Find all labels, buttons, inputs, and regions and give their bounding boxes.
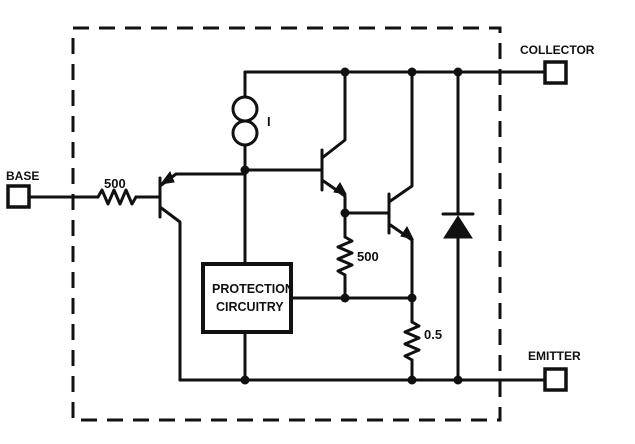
driver-transistor-icon xyxy=(320,70,347,215)
protection-circuitry-block[interactable]: PROTECTION CIRCUITRY xyxy=(201,262,294,334)
junction-dot xyxy=(407,67,417,77)
input-transistor-icon xyxy=(158,170,247,382)
collector-label: COLLECTOR xyxy=(520,43,595,57)
emitter-pin-icon xyxy=(543,367,568,392)
protection-line1: PROTECTION xyxy=(212,282,294,296)
protection-box xyxy=(201,262,293,334)
base-pin-icon xyxy=(6,184,31,209)
sense-resistor-value: 0.5 xyxy=(424,327,442,342)
output-transistor-icon xyxy=(387,70,414,300)
junction-dot xyxy=(453,67,463,77)
junction-dot xyxy=(340,67,350,77)
collector-terminal[interactable]: COLLECTOR xyxy=(520,43,595,85)
base-label: BASE xyxy=(6,169,39,183)
junction-dot xyxy=(407,375,417,385)
base-resistor-icon xyxy=(96,188,138,206)
package-boundary xyxy=(71,26,502,422)
base-terminal[interactable]: BASE xyxy=(6,169,39,209)
junction-dot xyxy=(407,293,417,303)
junction-dot xyxy=(340,208,350,218)
diode-icon xyxy=(441,212,475,239)
emitter-label: EMITTER xyxy=(528,349,581,363)
sense-resistor-icon xyxy=(403,320,421,362)
bias-resistor-icon xyxy=(336,235,354,277)
collector-pin-icon xyxy=(543,60,568,85)
base-resistor-value: 500 xyxy=(104,176,126,191)
current-source-icon xyxy=(231,95,259,147)
bias-resistor-value: 500 xyxy=(357,249,379,264)
junction-dot xyxy=(240,375,250,385)
junction-dot xyxy=(240,165,250,175)
protection-line2: CIRCUITRY xyxy=(216,300,284,314)
current-source-label: I xyxy=(267,114,271,129)
junction-dot xyxy=(340,293,350,303)
emitter-terminal[interactable]: EMITTER xyxy=(528,349,581,392)
junction-dot xyxy=(453,375,463,385)
